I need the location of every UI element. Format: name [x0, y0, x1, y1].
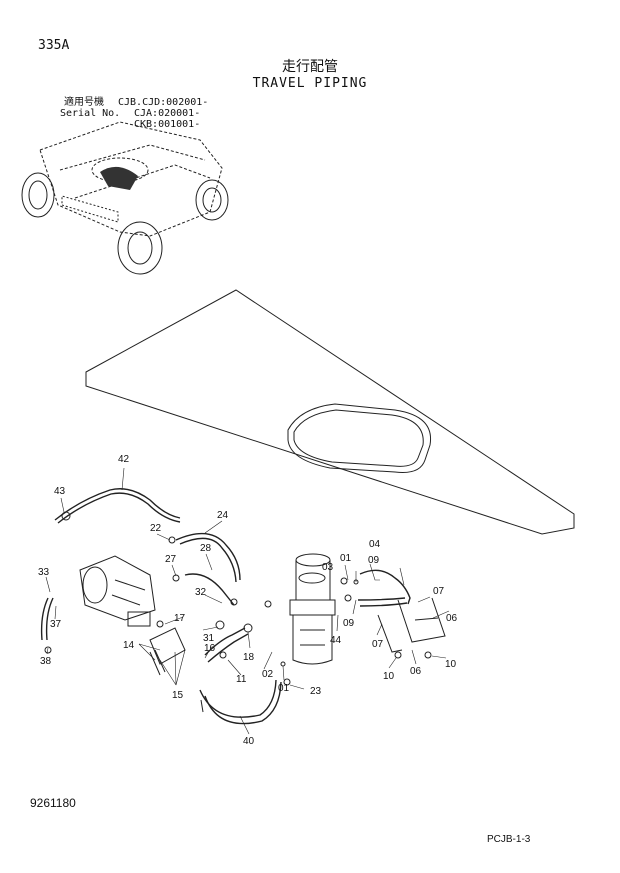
callout: 07 — [433, 586, 445, 597]
serial-label-japanese: 適用号機 — [64, 97, 104, 108]
page-code: PCJB-1-3 — [487, 834, 531, 845]
callout: 31 — [203, 633, 215, 644]
callout: 10 — [383, 671, 395, 682]
center-joint — [289, 553, 336, 665]
leader-lines — [45, 467, 450, 735]
callout: 18 — [243, 652, 255, 663]
callout: 09 — [343, 618, 355, 629]
page-number: 335A — [38, 38, 70, 53]
callout: 06 — [410, 666, 422, 677]
callout: 38 — [40, 656, 52, 667]
callout: 17 — [174, 613, 186, 624]
callout: 07 — [372, 639, 384, 650]
fittings — [44, 511, 432, 713]
callouts: 42 43 22 24 27 28 33 32 37 38 17 14 31 1… — [38, 454, 458, 747]
callout: 02 — [262, 669, 274, 680]
callout: 42 — [118, 454, 130, 465]
callout: 40 — [243, 736, 255, 747]
serial-range-2: CJA:020001- — [134, 108, 201, 119]
callout: 10 — [445, 659, 457, 670]
callout: 33 — [38, 567, 50, 578]
pipe-bracket — [377, 597, 446, 653]
callout: 11 — [236, 674, 247, 685]
callout: 03 — [322, 562, 334, 573]
callout: 14 — [123, 640, 135, 651]
serial-label-english: Serial No. — [60, 108, 121, 119]
cover-plate — [85, 289, 575, 535]
callout: 44 — [330, 635, 342, 646]
callout: 06 — [446, 613, 458, 624]
callout: 24 — [217, 510, 229, 521]
callout: 32 — [195, 587, 207, 598]
callout: 37 — [50, 619, 62, 630]
callout: 01 — [340, 553, 352, 564]
machine-overview-sketch — [21, 121, 229, 275]
callout: 01 — [278, 683, 290, 694]
serial-range-1: CJB.CJD:002001- — [118, 97, 209, 108]
callout: 23 — [310, 686, 322, 697]
callout: 16 — [204, 643, 216, 654]
document-number: 9261180 — [30, 796, 76, 810]
callout: 04 — [369, 539, 381, 550]
callout: 27 — [165, 554, 177, 565]
serial-range-3: CKB:001001- — [134, 119, 201, 130]
title-english: TRAVEL PIPING — [252, 76, 368, 91]
callout: 09 — [368, 555, 380, 566]
callout: 28 — [200, 543, 212, 554]
callout: 22 — [150, 523, 162, 534]
callout: 43 — [54, 486, 66, 497]
title-japanese: 走行配管 — [282, 59, 338, 75]
callout: 15 — [172, 690, 184, 701]
